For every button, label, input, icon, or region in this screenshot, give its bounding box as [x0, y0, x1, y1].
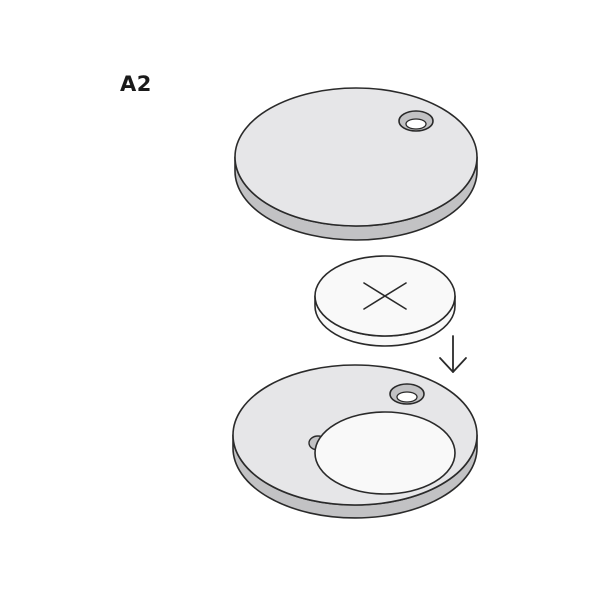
cover-lid-top [234, 87, 478, 227]
device-base [232, 364, 478, 519]
arrow-down-icon [439, 335, 467, 373]
step-label: A2 [120, 72, 152, 96]
cover-hole-icon [398, 110, 434, 132]
battery-cross-mark-icon [363, 282, 407, 310]
cover-lid [234, 87, 478, 241]
base-hole-icon [389, 383, 425, 405]
battery-cavity [314, 411, 456, 495]
coin-cell-battery [314, 255, 456, 347]
